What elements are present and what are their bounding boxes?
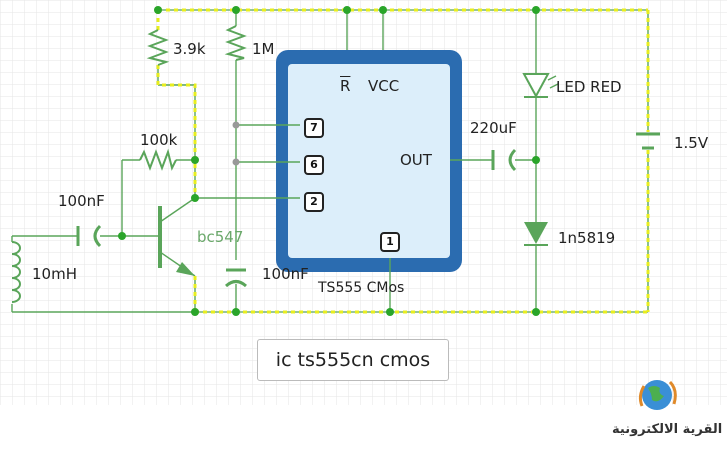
ic-inner [288, 64, 450, 258]
label-inductor: 10mH [32, 265, 77, 283]
transistor-arrow-icon [176, 262, 195, 276]
battery-1.5v[interactable] [636, 132, 660, 150]
ic-name-label: TS555 CMos [318, 280, 405, 296]
resistor-100k[interactable] [139, 148, 177, 171]
label-c-timing: 100nF [262, 265, 309, 283]
inductor-coil[interactable] [11, 241, 21, 303]
pin-dots [232, 121, 240, 166]
label-led: LED RED [556, 78, 622, 96]
pin-7[interactable]: 7 [304, 118, 324, 138]
label-c-out: 220uF [470, 119, 517, 137]
caption-box: ic ts555cn cmos [257, 339, 449, 381]
label-r3: 100k [140, 131, 178, 149]
capacitor-output[interactable] [491, 148, 517, 172]
capacitor-input[interactable] [76, 224, 102, 248]
pin-6[interactable]: 6 [304, 155, 324, 175]
ic-out-label: OUT [400, 151, 432, 169]
label-r1: 3.9k [173, 40, 206, 58]
junction-dots [118, 6, 540, 316]
resistor-3.9k[interactable] [146, 29, 170, 66]
capacitor-timing[interactable] [224, 268, 248, 288]
label-battery: 1.5V [674, 134, 709, 152]
diode-1n5819[interactable] [524, 222, 548, 246]
led-red[interactable] [522, 73, 559, 99]
label-diode: 1n5819 [558, 229, 616, 247]
pin-2[interactable]: 2 [304, 192, 324, 212]
resistor-1m[interactable] [224, 25, 247, 61]
pin-1[interactable]: 1 [380, 232, 400, 252]
ic-vcc-label: VCC [368, 77, 400, 95]
globe-logo-icon [638, 380, 677, 410]
label-transistor: bc547 [197, 228, 244, 246]
ic-reset-label: R [340, 77, 351, 95]
watermark-text: القرية الالكترونية [612, 422, 723, 437]
wires [11, 10, 649, 313]
label-r2: 1M [252, 40, 275, 58]
label-c-in: 100nF [58, 192, 105, 210]
